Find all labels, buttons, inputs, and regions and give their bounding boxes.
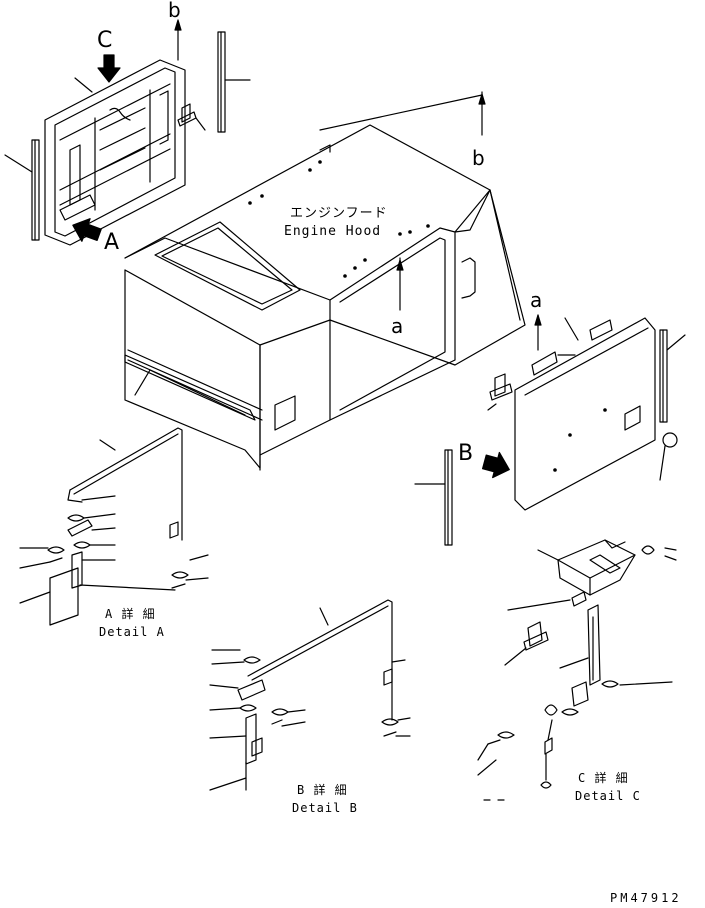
view-c-label: C [97, 28, 113, 53]
detail-a-label-en: Detail A [99, 625, 165, 639]
side-door-panel-right [514, 317, 656, 511]
ref-a-left: a [391, 314, 404, 338]
engine-hood-label-jp: エンジンフード [290, 206, 388, 221]
side-door-panel-left [44, 59, 186, 246]
drawing-number: PM47912 [610, 891, 682, 905]
ref-b-mid: b [472, 146, 485, 170]
detail-a-assembly [19, 427, 209, 626]
ref-a-right: a [530, 288, 543, 312]
knob-icon [662, 432, 678, 448]
view-a-label: A [104, 230, 120, 255]
view-b-arrow [481, 451, 510, 479]
engine-hood-label-en: Engine Hood [284, 224, 382, 239]
detail-a-label-jp: A 詳 細 [105, 607, 156, 621]
detail-c-assembly [477, 539, 677, 801]
detail-c-label-jp: C 詳 細 [578, 771, 629, 785]
engine-hood-body [124, 124, 526, 471]
view-c-arrow [97, 54, 121, 83]
ref-b-top: b [168, 0, 181, 22]
view-a-arrow [72, 218, 102, 242]
detail-b-label-en: Detail B [292, 801, 358, 815]
detail-c-label-en: Detail C [575, 789, 641, 803]
detail-b-assembly [209, 599, 411, 791]
view-b-label: B [458, 441, 474, 466]
detail-b-label-jp: B 詳 細 [297, 783, 348, 797]
